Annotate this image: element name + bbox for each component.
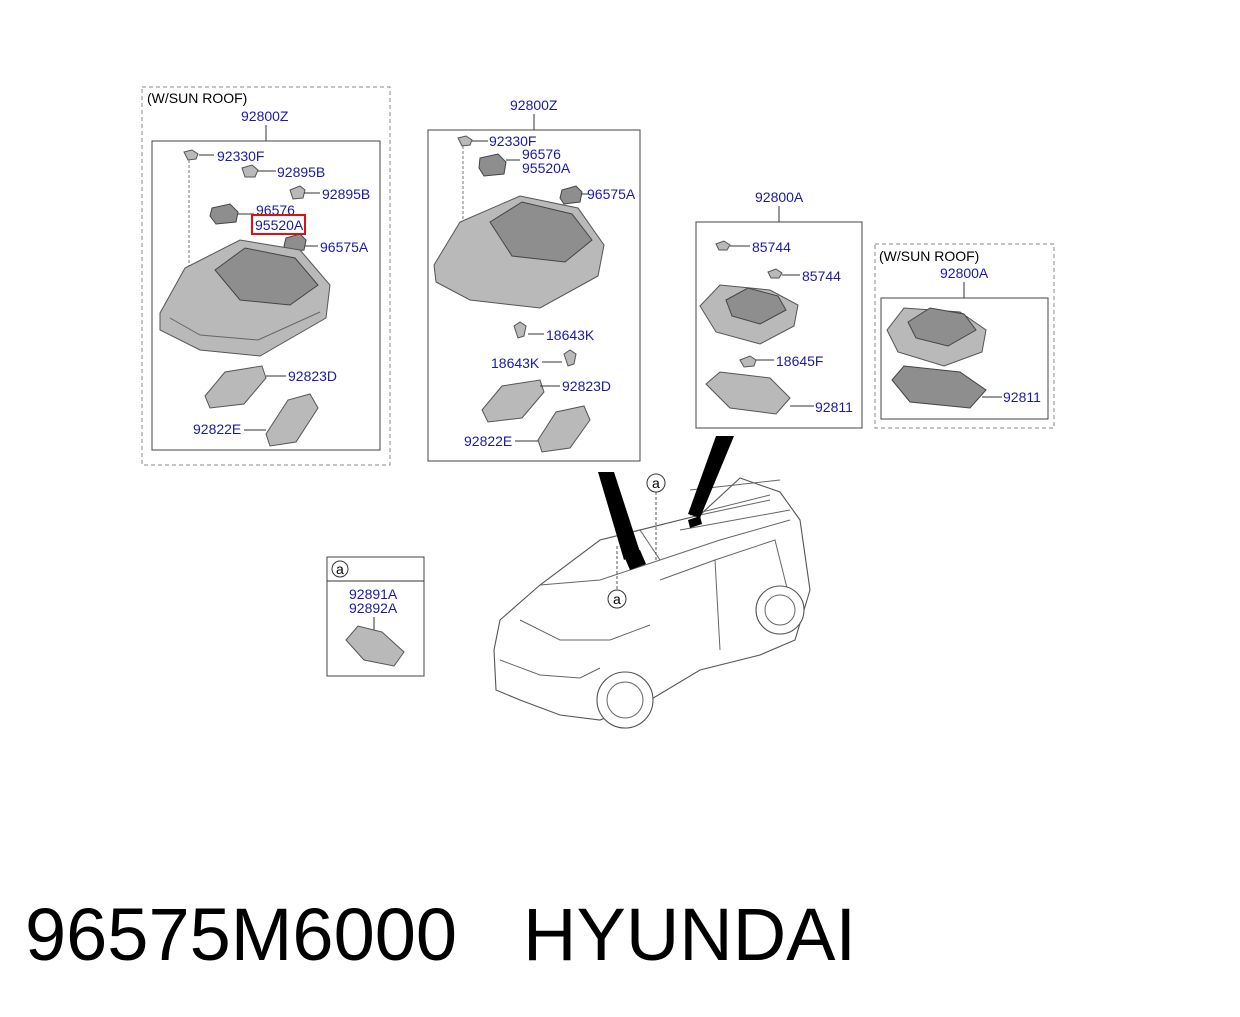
label-18643k[interactable]: 18643K — [491, 355, 540, 371]
clip-part — [715, 240, 731, 251]
label-92823d[interactable]: 92823D — [288, 368, 337, 384]
switch-part — [209, 203, 239, 225]
brand-name: HYUNDAI — [523, 893, 857, 976]
group-far-right-frame — [880, 297, 1049, 420]
bulb-part — [241, 164, 259, 178]
label-92823d[interactable]: 92823D — [562, 378, 611, 394]
map-lamp-top — [725, 287, 787, 325]
group-center-assembly-label[interactable]: 92800Z — [510, 97, 558, 113]
group-far-right: (W/SUN ROOF) 92800A 92811 — [874, 243, 1055, 429]
callout-a: a — [613, 591, 621, 607]
lens-part — [705, 371, 791, 415]
label-96575a[interactable]: 96575A — [587, 186, 636, 202]
label-92811[interactable]: 92811 — [815, 399, 853, 415]
overhead-console-top — [489, 201, 593, 263]
label-18643k[interactable]: 18643K — [546, 327, 595, 343]
detail-a-key-circle — [331, 560, 349, 578]
label-92811[interactable]: 92811 — [1003, 389, 1041, 405]
label-85744[interactable]: 85744 — [752, 239, 791, 255]
group-right-assembly-label[interactable]: 92800A — [755, 189, 804, 205]
lens-part — [481, 379, 545, 423]
label-85744[interactable]: 85744 — [802, 268, 841, 284]
label-92891a[interactable]: 92891A — [349, 586, 398, 602]
label-92330f[interactable]: 92330F — [489, 133, 536, 149]
label-96575a[interactable]: 96575A — [320, 239, 369, 255]
clip-part — [457, 135, 473, 147]
console-location-mark — [624, 550, 646, 570]
footer: 96575M6000 HYUNDAI — [25, 880, 856, 990]
label-92895b[interactable]: 92895B — [277, 164, 325, 180]
label-95520a-highlighted[interactable]: 95520A — [255, 217, 304, 233]
highlight-box — [251, 214, 306, 235]
group-far-right-assembly-label[interactable]: 92800A — [940, 265, 989, 281]
lens-part — [265, 393, 319, 447]
bulb-part — [289, 185, 306, 200]
map-lamp-location-mark — [688, 516, 702, 528]
lens-part — [204, 365, 267, 409]
clip-part — [183, 149, 199, 161]
group-right: 92800A 85744 85744 18645F 92811 — [695, 189, 863, 429]
group-far-right-dashed-frame — [874, 243, 1055, 429]
group-left: (W/SUN ROOF) 92800Z 92330F 92895B 92895B… — [141, 86, 391, 466]
bulb-part — [739, 355, 757, 368]
callout-a: a — [652, 475, 660, 491]
detail-a-frame — [326, 556, 425, 677]
label-92822e[interactable]: 92822E — [464, 433, 512, 449]
group-left-frame — [151, 140, 381, 451]
group-left-header: (W/SUN ROOF) — [147, 90, 247, 106]
lens-part — [537, 405, 591, 453]
label-96576[interactable]: 96576 — [522, 146, 561, 162]
group-far-right-header: (W/SUN ROOF) — [879, 248, 979, 264]
switch-part — [559, 185, 583, 205]
group-right-frame — [695, 221, 863, 429]
group-center-frame — [427, 129, 641, 462]
label-92330f[interactable]: 92330F — [217, 148, 264, 164]
group-left-assembly-label[interactable]: 92800Z — [241, 108, 289, 124]
parts-diagram: (W/SUN ROOF) 92800Z 92330F 92895B 92895B… — [141, 86, 1055, 729]
group-left-dashed-frame — [141, 86, 391, 466]
detail-a: a 92891A 92892A — [326, 556, 425, 677]
pointer-wedge — [598, 472, 640, 560]
label-92892a[interactable]: 92892A — [349, 600, 398, 616]
map-lamp-top — [907, 307, 977, 347]
group-center: 92800Z 92330F 96576 95520A 96575A 18643K… — [427, 97, 641, 462]
overhead-console-top — [214, 247, 319, 306]
label-92895b[interactable]: 92895B — [322, 186, 370, 202]
bulb-part — [563, 349, 577, 367]
part-number: 96575M6000 — [25, 893, 458, 976]
detail-a-key: a — [336, 561, 344, 577]
callout-a-circle — [607, 589, 627, 609]
switch-part — [478, 153, 507, 177]
vehicle-illustration: a a — [493, 436, 811, 729]
clip-part — [767, 268, 783, 279]
label-95520a[interactable]: 95520A — [522, 160, 571, 176]
bulb-part — [513, 321, 527, 339]
sunvisor-holder-part — [345, 625, 405, 667]
pointer-wedge — [688, 436, 734, 518]
label-92822e[interactable]: 92822E — [193, 421, 241, 437]
label-18645f[interactable]: 18645F — [776, 353, 823, 369]
lens-part — [891, 365, 987, 409]
